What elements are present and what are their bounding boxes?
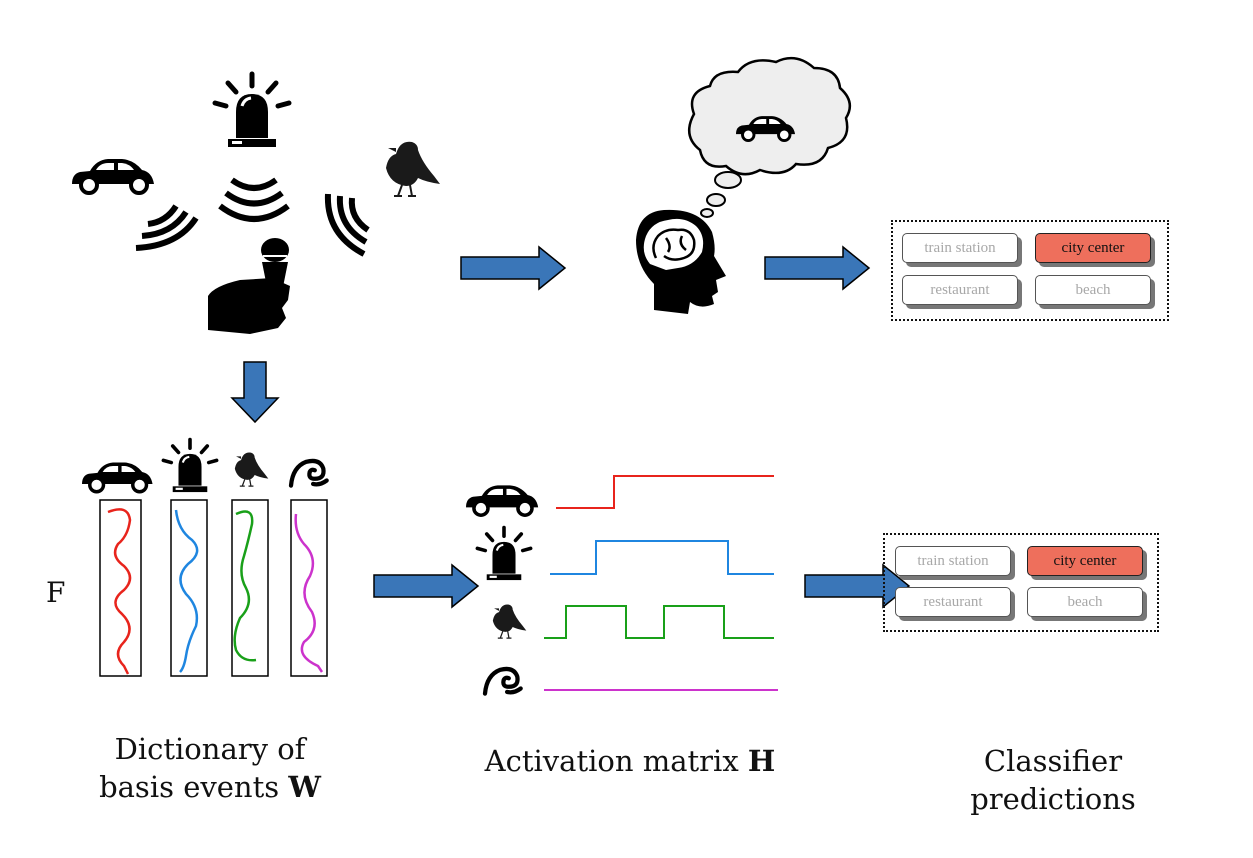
sound-wave-icon [135,177,370,257]
basis-curve-wave [294,513,324,673]
arrow-down [230,361,280,424]
caption-dictionary: Dictionary of basis events W [60,730,360,806]
caption-activation-text: Activation matrix [484,744,739,778]
basis-curve-car [107,508,132,675]
prediction-panel-top: train station city center restaurant bea… [891,220,1169,321]
basis-column-car [99,499,142,677]
activation-wave-icon [485,669,521,694]
basis-curve-bird [233,510,257,662]
basis-car-icon [80,460,155,494]
siren-icon [215,74,289,147]
basis-curve-siren [174,509,199,673]
arrow-right-top-1 [460,246,566,290]
caption-activation: Activation matrix H [470,742,790,780]
head-brain-icon [636,209,726,314]
basis-column-siren [170,499,208,677]
prediction-chip-train-station: train station [895,546,1011,576]
caption-dictionary-line1: Dictionary of [114,732,306,766]
caption-activation-symbol: H [747,744,776,778]
arrow-right-mid [373,564,479,608]
basis-bird-icon [234,451,269,487]
caption-dictionary-text: basis events [99,770,280,804]
basis-wave-icon [291,461,327,486]
caption-dictionary-symbol: W [288,770,321,804]
prediction-chip-restaurant: restaurant [902,275,1018,305]
activation-line-siren [550,540,774,575]
prediction-chip-train-station: train station [902,233,1018,263]
prediction-chip-city-center: city center [1027,546,1143,576]
activation-line-car [556,475,774,509]
arrow-right-top-2 [764,246,870,290]
prediction-chip-city-center: city center [1035,233,1151,263]
thought-cloud-icon [687,56,852,218]
activation-bird-icon [492,603,527,639]
car-icon [70,157,156,195]
activation-siren-icon [475,525,533,582]
basis-siren-icon [161,437,219,494]
bird-icon [385,140,441,197]
frequency-axis-label: F [46,576,66,609]
caption-classifier: Classifier predictions [970,744,1136,816]
microphone-hand-icon [208,238,290,334]
prediction-chip-beach: beach [1027,587,1143,617]
prediction-chip-beach: beach [1035,275,1151,305]
prediction-chip-restaurant: restaurant [895,587,1011,617]
basis-column-bird [231,499,269,677]
prediction-panel-bottom: train station city center restaurant bea… [883,533,1159,632]
activation-car-icon [464,483,540,517]
activation-line-bird [544,605,774,639]
caption-dictionary-line2: basis events W [60,768,360,806]
